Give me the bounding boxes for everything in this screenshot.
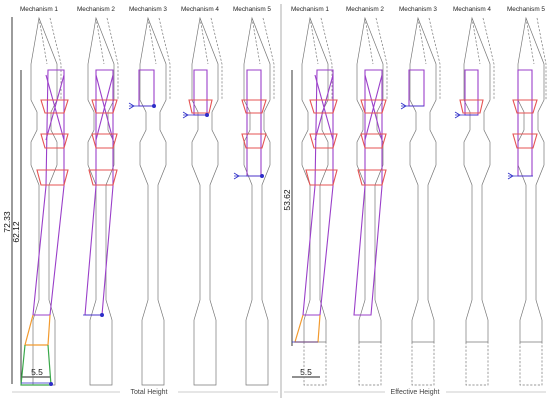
linkage-diagonal — [364, 74, 383, 141]
instrument-outline — [409, 16, 437, 343]
linkage-frame — [353, 69, 383, 316]
tip-dashed-outline — [309, 17, 333, 100]
axis-arrow — [233, 172, 240, 180]
effective-height-footer-label: Effective Height — [391, 389, 440, 396]
joint-shell-1 — [241, 99, 267, 114]
tip-dashed-outline — [417, 17, 441, 100]
joint-shell-2 — [309, 133, 338, 149]
panel-total-column-2-label: Mechanism 2 — [77, 6, 115, 13]
total-mechanism-2 — [83, 16, 119, 386]
base-dashed-outline — [358, 342, 382, 386]
effective-mechanism-1 — [292, 16, 338, 386]
effective-height-dimension-label: 53.62 — [282, 189, 292, 211]
linkage-diagonal — [45, 74, 65, 141]
panel-effective-column-4-label: Mechanism 4 — [453, 6, 491, 13]
panel-effective-height: 53.62 5.5 — [282, 16, 547, 396]
axis-pivot-point — [49, 382, 53, 386]
linkage-frame — [408, 69, 425, 107]
effective-mechanism-2 — [353, 16, 388, 386]
panel-total-column-3-label: Mechanism 3 — [129, 6, 167, 13]
linkage-diagonal — [95, 74, 114, 141]
tip-dashed-outline — [199, 17, 223, 100]
tip-dashed-outline — [95, 17, 119, 100]
axis-pivot-point — [152, 104, 156, 108]
base-dashed-outline — [303, 342, 327, 386]
joint-shell-1 — [309, 99, 338, 114]
instrument-outline — [87, 16, 115, 386]
tip-dashed-outline — [147, 17, 171, 100]
joint-shell-1 — [91, 99, 118, 114]
linkage-frame — [32, 69, 65, 316]
joint-shell-2 — [512, 133, 538, 149]
total-height-footer-label: Total Height — [131, 389, 168, 396]
outer-height-dimension-label: 72.33 — [2, 211, 12, 233]
panel-effective-column-2-label: Mechanism 2 — [346, 6, 384, 13]
joint-shell-2 — [40, 133, 69, 149]
joint-shell-1 — [512, 99, 538, 114]
tip-dashed-outline — [525, 17, 547, 100]
joint-shell-2 — [360, 133, 387, 149]
joint-shell-1 — [40, 99, 69, 114]
instrument-outline — [243, 16, 271, 386]
inner-height-dimension-label: 62.12 — [11, 221, 21, 243]
effective-width-dimension-label: 5.5 — [300, 367, 312, 377]
tip-dashed-outline — [251, 17, 275, 100]
linkage-frame — [84, 69, 114, 316]
base-link — [294, 314, 321, 343]
axis-pivot-point — [205, 113, 209, 117]
linkage-diagonal — [314, 74, 334, 141]
width-dimension-label: 5.5 — [31, 367, 43, 377]
axis-arrow — [507, 172, 514, 180]
ground-link — [20, 344, 52, 386]
linkage-frame — [517, 69, 533, 177]
effective-mechanism-3 — [400, 16, 441, 386]
base-dashed-outline — [411, 342, 435, 386]
axis-arrow — [128, 102, 135, 110]
linkage-frame — [246, 69, 262, 177]
tip-dashed-outline — [471, 17, 495, 100]
panel-total-height: 72.33 62.12 5.5 — [2, 16, 278, 396]
axis-pivot-point — [260, 174, 264, 178]
total-mechanism-1 — [20, 16, 69, 386]
panel-effective-column-5-label: Mechanism 5 — [507, 6, 545, 13]
base-dashed-outline — [465, 342, 489, 386]
total-mechanism-4 — [182, 16, 223, 386]
instrument-outline — [517, 16, 545, 343]
panel-effective-column-3-label: Mechanism 3 — [399, 6, 437, 13]
instrument-outline — [139, 16, 167, 386]
axis-arrow — [182, 111, 189, 119]
linkage-frame — [138, 69, 155, 107]
linkage-frame — [464, 69, 479, 116]
axis-arrow — [400, 102, 407, 110]
joint-shell-2 — [91, 133, 118, 149]
joint-shell-1 — [459, 99, 484, 114]
tip-dashed-outline — [364, 17, 388, 100]
panel-total-column-5-label: Mechanism 5 — [233, 6, 271, 13]
linkage-frame — [302, 69, 334, 316]
axis-arrow — [454, 111, 461, 119]
effective-mechanism-5 — [507, 16, 547, 386]
base-link — [24, 314, 51, 346]
axis-pivot-point — [100, 313, 104, 317]
joint-shell-2 — [241, 133, 267, 149]
instrument-outline — [463, 16, 491, 343]
base-dashed-outline — [519, 342, 543, 386]
joint-shell-3 — [36, 169, 69, 186]
joint-shell-3 — [88, 169, 118, 186]
panel-effective-column-1-label: Mechanism 1 — [291, 6, 329, 13]
effective-mechanism-4 — [454, 16, 495, 386]
panel-total-column-1-label: Mechanism 1 — [20, 6, 58, 13]
joint-shell-1 — [188, 99, 213, 114]
joint-shell-3 — [357, 169, 387, 186]
total-mechanism-3 — [128, 16, 171, 386]
instrument-outline — [191, 16, 219, 386]
joint-shell-1 — [360, 99, 387, 114]
total-mechanism-5 — [233, 16, 275, 386]
panel-total-column-4-label: Mechanism 4 — [181, 6, 219, 13]
joint-shell-3 — [305, 169, 338, 186]
tip-dashed-outline — [38, 17, 62, 100]
